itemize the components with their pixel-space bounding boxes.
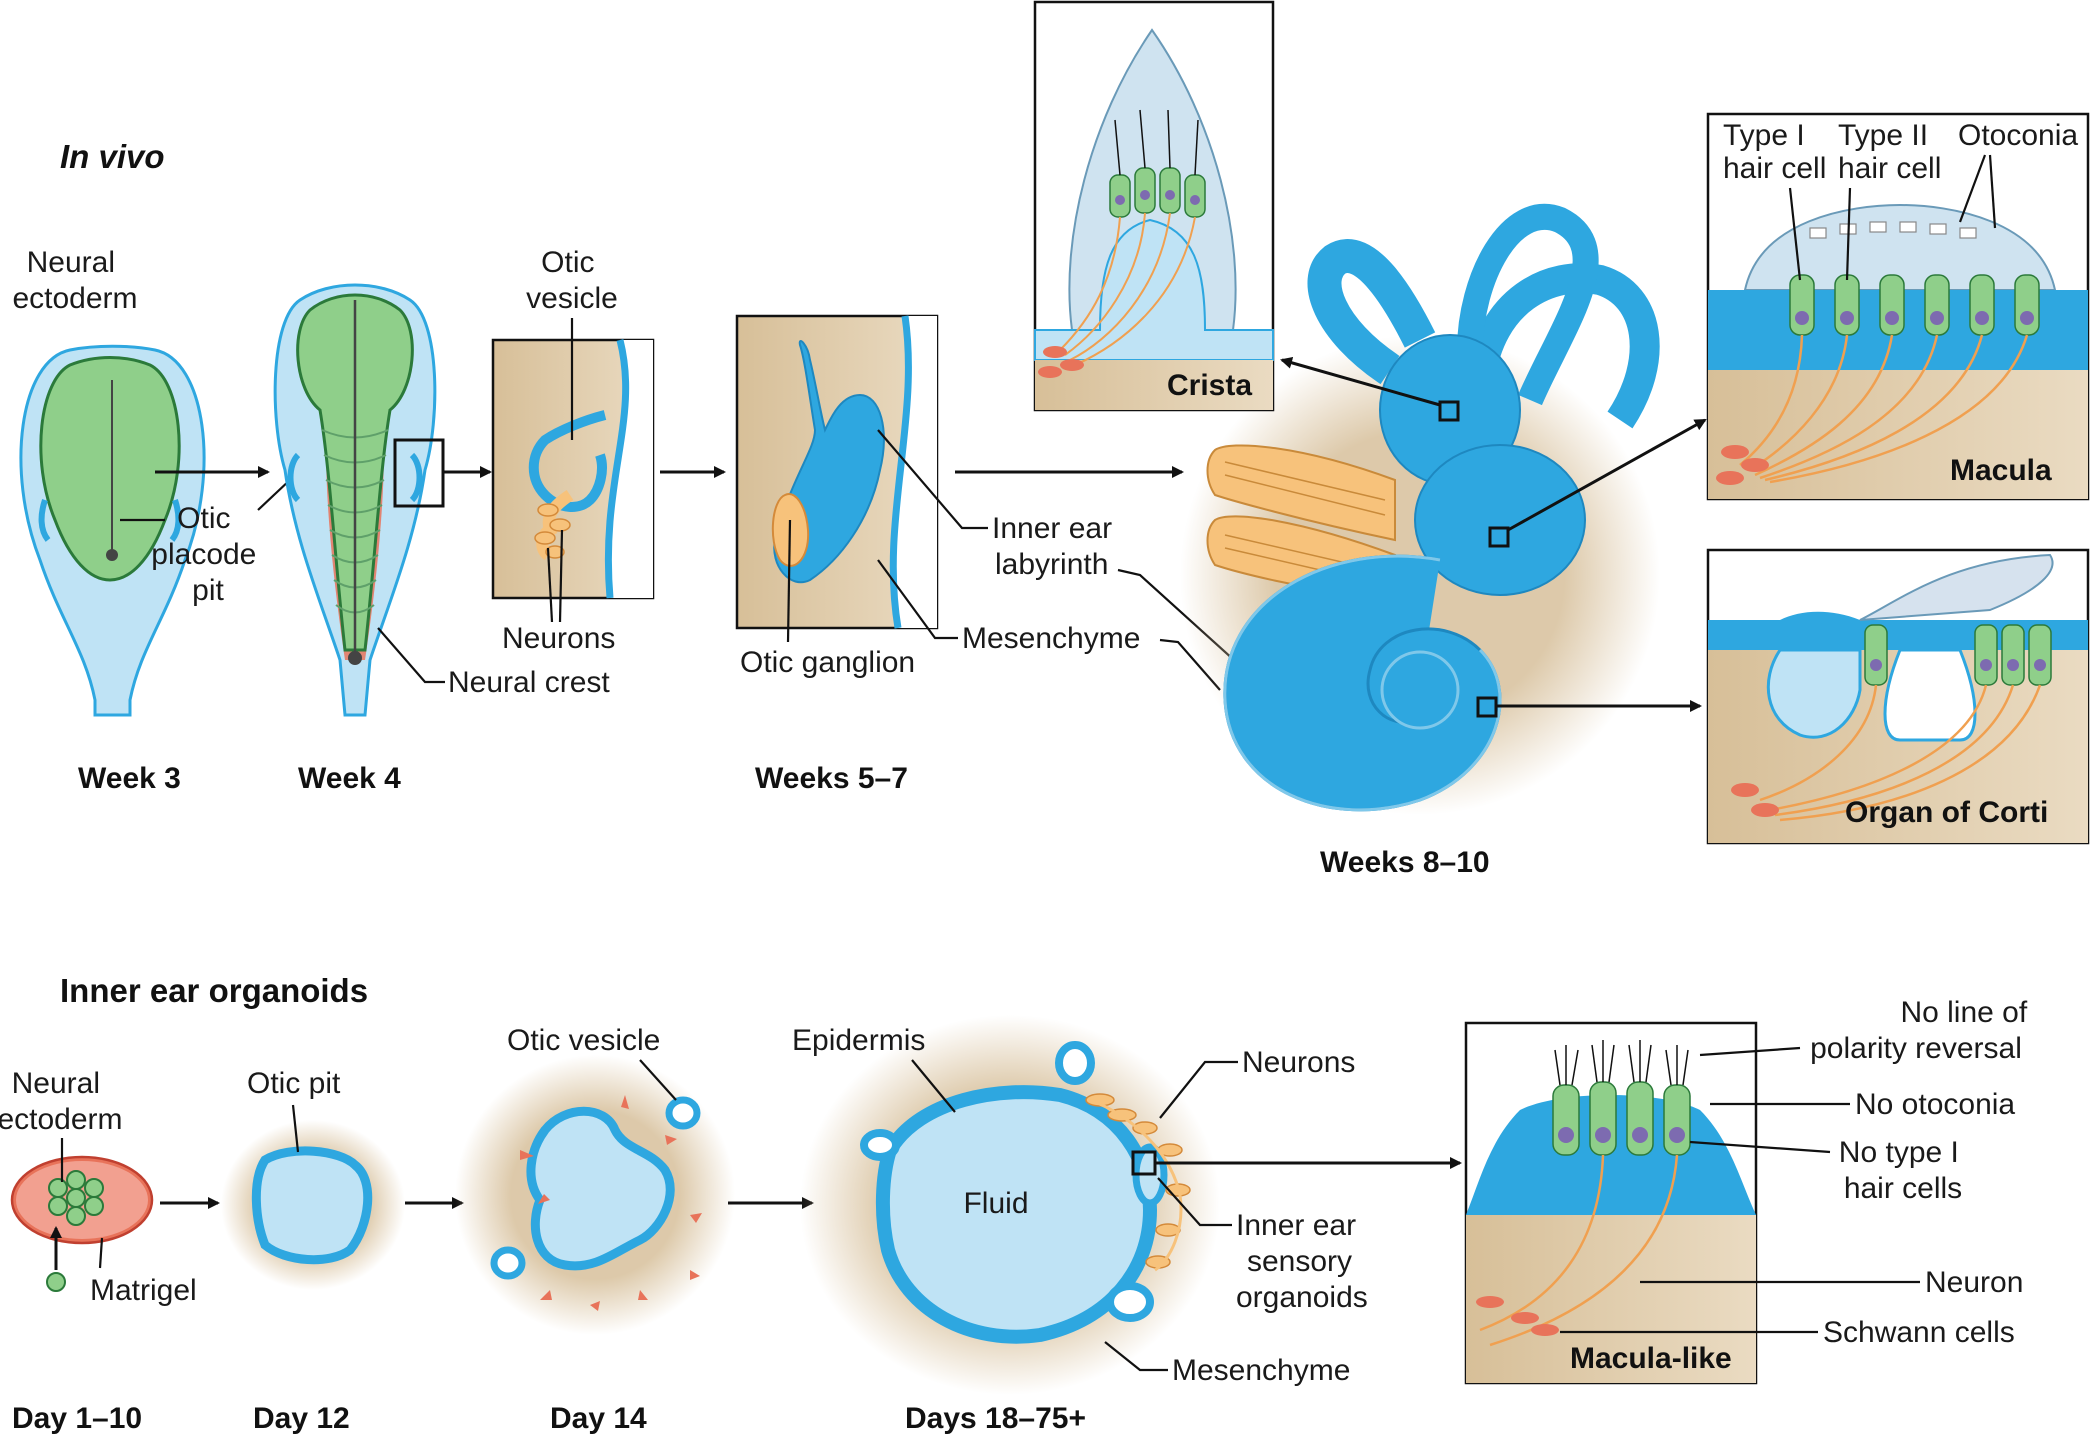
inner-ear-weeks8-10 xyxy=(1180,204,1660,815)
week4-embryo xyxy=(273,283,445,717)
panel-title-corti: Organ of Corti xyxy=(1845,796,2048,829)
label-otoconia: Otoconia xyxy=(1958,119,2078,152)
day1-10-matrigel xyxy=(10,1155,154,1292)
days18-75-organoid xyxy=(800,1015,1220,1395)
leader-otic-pit xyxy=(291,1104,300,1153)
label-neurons-top: Neurons xyxy=(502,622,615,655)
leader-neurons-bottom xyxy=(1159,1060,1238,1119)
label-epidermis: Epidermis xyxy=(792,1024,925,1057)
section-title-in-vivo: In vivo xyxy=(60,138,165,175)
leader-inner-ear-left xyxy=(877,429,988,530)
corti-panel: Organ of Corti xyxy=(1706,548,2090,845)
leader-no-polarity xyxy=(1699,1046,1801,1057)
label-schwann-cells: Schwann cells xyxy=(1823,1316,2015,1349)
label-matrigel: Matrigel xyxy=(90,1274,197,1307)
stage-day12: Day 12 xyxy=(253,1402,350,1435)
macula-like-panel: Macula-like xyxy=(1464,1021,1758,1385)
label-otic-placode-pit: Otic placode pit xyxy=(151,502,264,607)
stage-day1-10: Day 1–10 xyxy=(12,1402,142,1435)
leader-sensory-organoids xyxy=(1157,1177,1232,1227)
day12-otic-pit xyxy=(221,1120,405,1290)
label-mesenchyme-top: Mesenchyme xyxy=(962,622,1140,655)
leader-otic-vesicle-bottom xyxy=(639,1059,677,1101)
stage-day14: Day 14 xyxy=(550,1402,647,1435)
leader-type1 xyxy=(1788,187,1802,281)
crista-panel: Crista xyxy=(1033,0,1275,412)
stage-days18-75: Days 18–75+ xyxy=(905,1402,1086,1435)
label-no-type1: No type I hair cells xyxy=(1839,1136,1967,1205)
label-mesenchyme-bottom: Mesenchyme xyxy=(1172,1354,1350,1387)
label-no-polarity-reversal: No line of polarity reversal xyxy=(1810,996,2035,1065)
label-otic-pit: Otic pit xyxy=(247,1067,341,1100)
leader-otoconia-b xyxy=(1988,154,1997,229)
label-neural-ectoderm-top: Neural ectoderm xyxy=(12,246,137,315)
label-no-otoconia: No otoconia xyxy=(1855,1088,2015,1121)
arrow-to-macula xyxy=(1507,418,1707,532)
day14-otic-vesicle xyxy=(455,1055,735,1335)
label-otic-vesicle-top: Otic vesicle xyxy=(526,246,618,315)
leader-neural-crest xyxy=(377,627,445,684)
label-sensory-organoids: Inner ear sensory organoids xyxy=(1236,1209,1368,1314)
leader-matrigel xyxy=(98,1237,104,1269)
label-neural-crest: Neural crest xyxy=(448,666,610,699)
label-neural-ectoderm-bottom: Neural ectoderm xyxy=(0,1067,123,1136)
leader-mesenchyme-bottom xyxy=(1104,1341,1168,1372)
panel-title-macula-like: Macula-like xyxy=(1570,1342,1732,1375)
macula-panel: Macula xyxy=(1706,112,2090,501)
leader-no-type1 xyxy=(1689,1140,1831,1154)
leader-neurons-top-b xyxy=(558,529,564,623)
label-otic-vesicle-bottom: Otic vesicle xyxy=(507,1024,660,1057)
panel-title-crista: Crista xyxy=(1167,369,1252,402)
leader-neurons-top-a xyxy=(546,547,554,623)
stage-weeks8-10: Weeks 8–10 xyxy=(1320,846,1490,879)
label-type2-hair-cell: Type II hair cell xyxy=(1838,119,1941,185)
leader-mesenchyme-left xyxy=(877,559,958,640)
leader-epidermis xyxy=(911,1059,956,1113)
panel-title-macula: Macula xyxy=(1950,454,2052,487)
leader-otic-ganglion xyxy=(786,519,792,643)
arrow-to-crista xyxy=(1280,356,1441,407)
stage-week3: Week 3 xyxy=(78,762,181,795)
leader-otoconia-a xyxy=(1958,154,1987,223)
label-inner-ear-labyrinth: Inner ear labyrinth xyxy=(992,512,1120,581)
leader-type2 xyxy=(1845,187,1852,281)
weeks5-7-inset xyxy=(735,314,939,630)
label-otic-ganglion: Otic ganglion xyxy=(740,646,915,679)
label-neuron: Neuron xyxy=(1925,1266,2023,1299)
stage-week4: Week 4 xyxy=(298,762,401,795)
section-title-organoids: Inner ear organoids xyxy=(60,972,368,1009)
stage-weeks5-7: Weeks 5–7 xyxy=(755,762,908,795)
label-neurons-bottom: Neurons xyxy=(1242,1046,1355,1079)
label-type1-hair-cell: Type I hair cell xyxy=(1723,119,1826,185)
week3-embryo xyxy=(19,344,206,717)
label-fluid: Fluid xyxy=(963,1187,1028,1220)
